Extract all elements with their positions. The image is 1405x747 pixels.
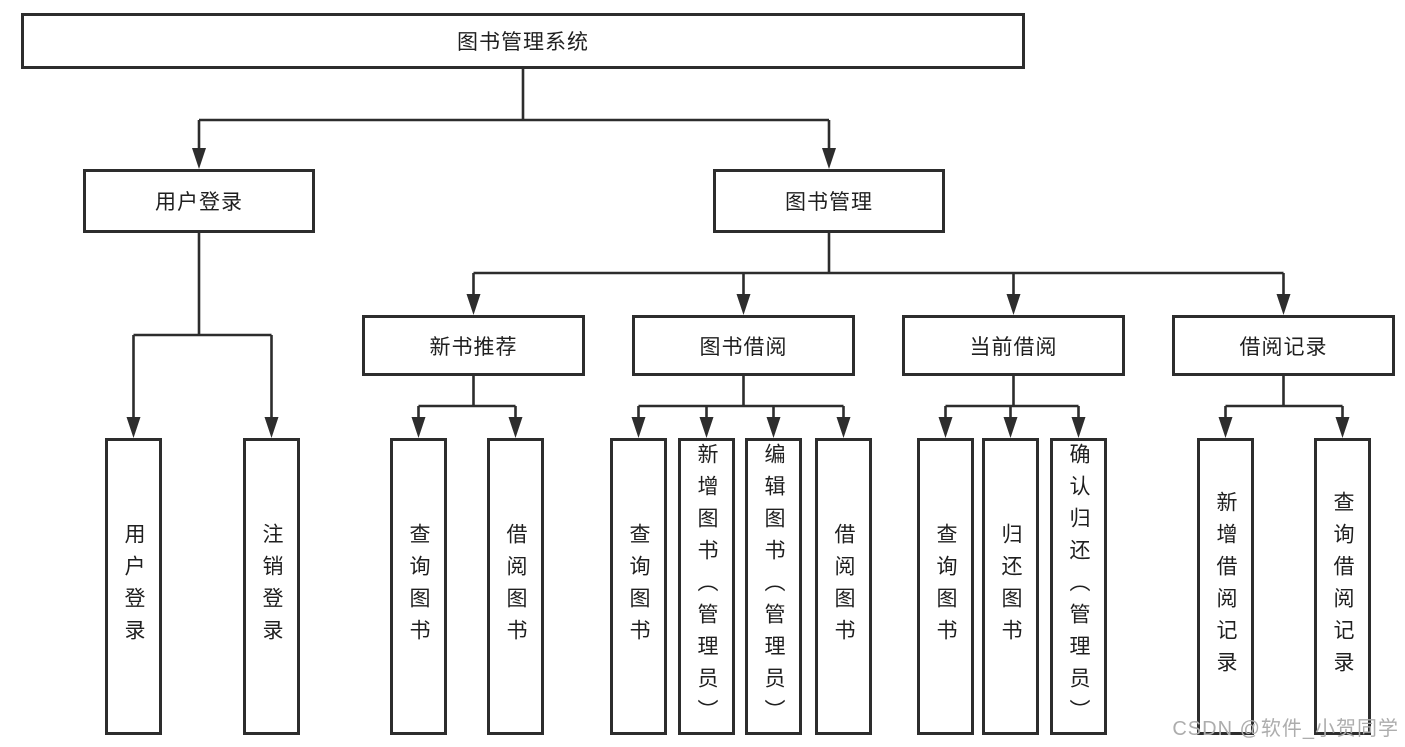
leaf-newbook-query-books: 查询图书 [390,438,447,735]
node-current-borrow: 当前借阅 [902,315,1125,376]
connector-root-to-level2 [192,69,836,169]
leaf-logout-login: 注销登录 [243,438,300,735]
node-user-login: 用户登录 [83,169,315,233]
connector-current-to-leaves [938,376,1086,438]
node-label: 当前借阅 [969,335,1058,359]
node-label: 借阅记录 [1239,335,1328,359]
leaf-records-add-borrow-record: 新增借阅记录 [1197,438,1254,735]
node-library-system: 图书管理系统 [21,13,1025,69]
connector-borrow-to-leaves [631,376,851,438]
leaf-label: 编辑图书（管理员） [762,442,785,731]
leaf-label: 新增图书（管理员） [695,442,718,731]
node-label: 图书借阅 [699,335,788,359]
csdn-watermark: CSDN @软件_小贺同学 [1172,718,1399,740]
leaf-records-query-borrow-record: 查询借阅记录 [1314,438,1371,735]
leaf-borrow-query-books: 查询图书 [610,438,667,735]
leaf-borrow-add-books-admin: 新增图书（管理员） [678,438,735,735]
leaf-user-login: 用户登录 [105,438,162,735]
leaf-label: 查询图书 [407,522,430,651]
leaf-label: 确认归还（管理员） [1067,442,1090,731]
leaf-current-confirm-return-admin: 确认归还（管理员） [1050,438,1107,735]
leaf-label: 借阅图书 [504,522,527,651]
leaf-newbook-borrow-books: 借阅图书 [487,438,544,735]
leaf-label: 借阅图书 [832,522,855,651]
leaf-current-query-books: 查询图书 [917,438,974,735]
node-label: 新书推荐 [429,335,518,359]
leaf-label: 查询图书 [627,522,650,651]
node-borrow-records: 借阅记录 [1172,315,1395,376]
connector-records-to-leaves [1218,376,1350,438]
leaf-borrow-borrow-books: 借阅图书 [815,438,872,735]
node-label: 用户登录 [155,191,243,214]
leaf-current-return-books: 归还图书 [982,438,1039,735]
leaf-label: 新增借阅记录 [1214,490,1237,683]
connector-mgmt-to-level3 [466,233,1291,315]
leaf-label: 查询图书 [934,522,957,651]
leaf-borrow-edit-books-admin: 编辑图书（管理员） [745,438,802,735]
connector-newbook-to-leaves [411,376,523,438]
node-label: 图书管理系统 [457,31,589,54]
node-book-borrow: 图书借阅 [632,315,855,376]
leaf-label: 归还图书 [999,522,1022,651]
leaf-label: 注销登录 [260,522,283,651]
connector-login-to-leaves [126,233,279,438]
node-book-management: 图书管理 [713,169,945,233]
node-new-book-recommend: 新书推荐 [362,315,585,376]
leaf-label: 查询借阅记录 [1331,490,1354,683]
node-label: 图书管理 [785,191,873,214]
leaf-label: 用户登录 [122,522,145,651]
